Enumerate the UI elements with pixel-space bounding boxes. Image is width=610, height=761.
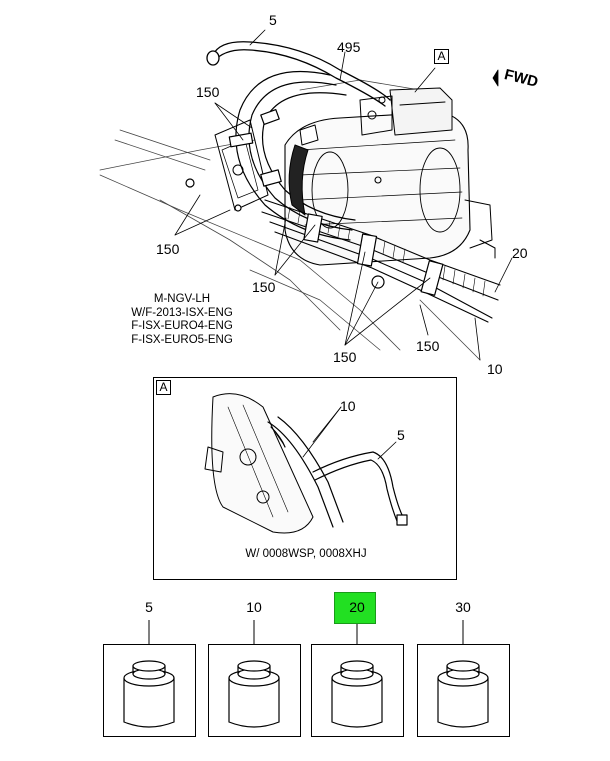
container-can-icon: [228, 660, 280, 728]
note-line: M-NGV-LH: [153, 293, 211, 305]
view-label-a: A: [434, 49, 449, 64]
note-line: F-ISX-EURO4-ENG: [131, 320, 233, 332]
callout-20: 20: [512, 245, 528, 261]
note-line: F-ISX-EURO5-ENG: [131, 333, 233, 346]
detail-view-a: A 10: [153, 377, 457, 580]
callout-10: 10: [487, 361, 503, 377]
callout-150-left: 150: [156, 241, 180, 257]
part-tile-5[interactable]: [103, 644, 196, 737]
note-line: W/F-2013-ISX-ENG: [131, 306, 233, 319]
callout-5: 5: [269, 12, 277, 28]
part-tile-10[interactable]: [208, 644, 301, 737]
callout-150-right: 150: [416, 338, 440, 354]
part-20-highlight: [334, 592, 376, 624]
part-number-30: 30: [455, 599, 471, 615]
callout-495: 495: [337, 39, 361, 55]
part-number-5: 5: [145, 599, 153, 615]
detail-caption: W/ 0008WSP, 0008XHJ: [245, 548, 367, 560]
part-number-20: 20: [349, 599, 365, 615]
detail-callout-10: 10: [340, 398, 356, 414]
part-number-10: 10: [246, 599, 262, 615]
part-tile-30[interactable]: [417, 644, 510, 737]
detail-illustration: [204, 392, 408, 533]
container-can-icon: [331, 660, 383, 728]
callout-150-middle: 150: [252, 279, 276, 295]
container-can-icon: [437, 660, 489, 728]
applicability-notes: M-NGV-LH W/F-2013-ISX-ENG F-ISX-EURO4-EN…: [112, 293, 252, 347]
detail-callout-5: 5: [397, 427, 405, 443]
part-tile-20[interactable]: [311, 644, 404, 737]
detail-label-a: A: [156, 380, 171, 395]
callout-150-top: 150: [196, 84, 220, 100]
callout-150-bottom: 150: [333, 349, 357, 365]
container-can-icon: [123, 660, 175, 728]
